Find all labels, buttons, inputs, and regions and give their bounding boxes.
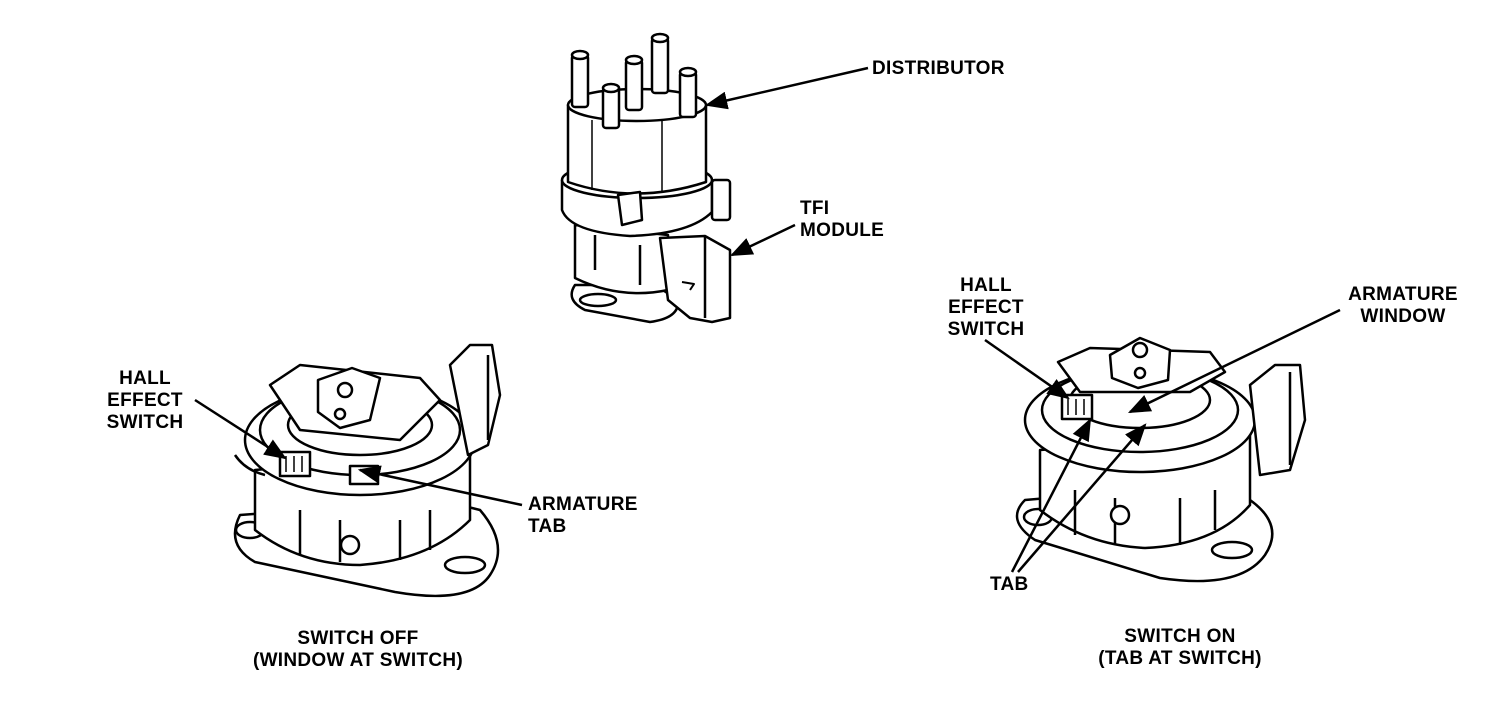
arrow-right-hall <box>984 338 1070 400</box>
arrow-tfi-module <box>729 223 796 257</box>
label-tfi-module: TFI MODULE <box>800 198 885 241</box>
leader-arrows <box>194 66 1341 573</box>
distributor-drawing <box>560 32 732 324</box>
left-distributor-drawing <box>233 343 502 598</box>
label-right-hall-effect-switch: HALL EFFECT SWITCH <box>947 275 1025 340</box>
arrow-left-hall <box>194 398 287 460</box>
right-distributor-drawing <box>1015 336 1307 583</box>
arrow-left-armature-tab <box>357 465 523 507</box>
caption-switch-on: SWITCH ON (TAB AT SWITCH) <box>1098 626 1262 669</box>
arrow-distributor <box>704 66 869 110</box>
caption-switch-off: SWITCH OFF (WINDOW AT SWITCH) <box>252 628 464 671</box>
arrow-right-armature-window <box>1127 308 1341 414</box>
label-right-armature-window: ARMATURE WINDOW <box>1348 284 1458 327</box>
label-distributor: DISTRIBUTOR <box>872 58 1005 79</box>
arrow-right-tab-1 <box>1010 417 1092 573</box>
arrow-right-tab-2 <box>1017 423 1147 573</box>
label-left-armature-tab: ARMATURE TAB <box>528 494 638 537</box>
label-right-tab: TAB <box>990 574 1029 595</box>
label-left-hall-effect-switch: HALL EFFECT SWITCH <box>106 368 184 433</box>
